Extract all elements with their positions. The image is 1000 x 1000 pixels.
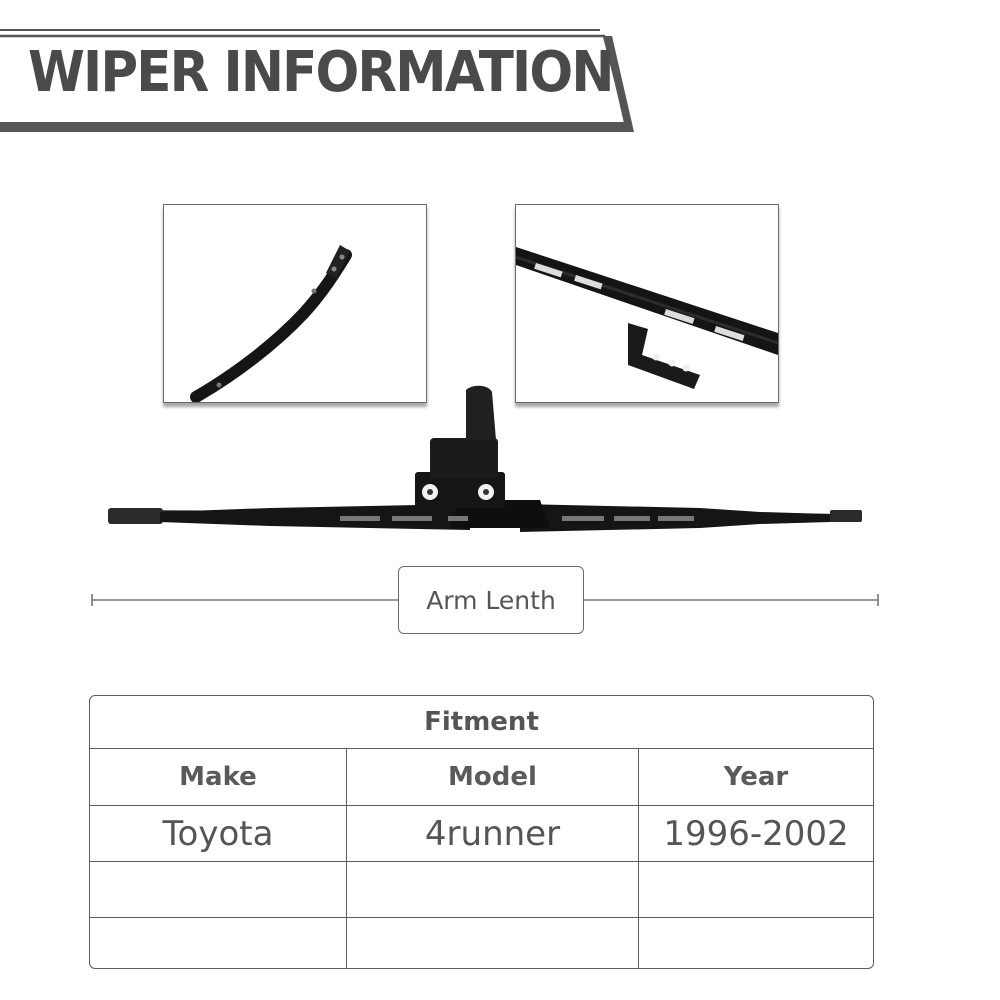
blade-closeup-image [515, 204, 779, 403]
cell-make [90, 918, 347, 968]
cell-model: 4runner [347, 806, 639, 861]
table-row: Toyota 4runner 1996-2002 [90, 806, 873, 862]
banner-frame [0, 29, 634, 132]
table-row [90, 862, 873, 918]
cell-year [639, 862, 873, 917]
column-header-make: Make [90, 749, 347, 805]
cell-model [347, 862, 639, 917]
header-banner: WIPER INFORMATION [0, 0, 640, 140]
table-row [90, 918, 873, 968]
fitment-table: Fitment Make Model Year Toyota 4runner 1… [89, 695, 874, 969]
arm-length-label: Arm Lenth [398, 566, 584, 634]
column-header-model: Model [347, 749, 639, 805]
cell-year [639, 918, 873, 968]
wiper-blade-image [100, 380, 870, 550]
cell-make: Toyota [90, 806, 347, 861]
table-header-row: Make Model Year [90, 749, 873, 806]
page-title: WIPER INFORMATION [28, 40, 614, 105]
cell-year: 1996-2002 [663, 813, 849, 854]
arm-closeup-image [163, 204, 427, 403]
fitment-title: Fitment [90, 696, 873, 749]
column-header-year: Year [723, 762, 789, 792]
cell-model [347, 918, 639, 968]
cell-make [90, 862, 347, 917]
